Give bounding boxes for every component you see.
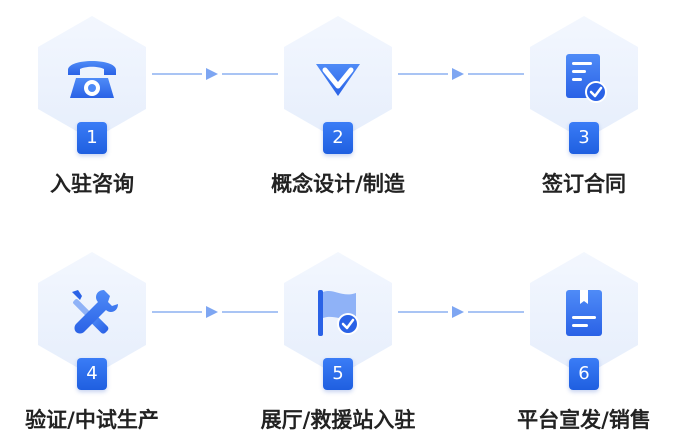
step-number-badge: 5 [323,358,353,390]
step-label: 入驻咨询 [50,172,134,196]
step-number-badge: 4 [77,358,107,390]
flag-check-icon [318,290,359,336]
connector-arrow-1-2 [152,67,280,81]
connector-arrow-5-6 [398,305,526,319]
step-2: 2 概念设计/制造 [268,14,408,204]
connector-arrow-4-5 [152,305,280,319]
step-5: 5 展厅/救援站入驻 [261,250,415,440]
step-label: 概念设计/制造 [271,172,405,196]
book-bookmark-icon [566,290,602,336]
step-number-badge: 2 [323,122,353,154]
step-number-badge: 6 [569,358,599,390]
tools-icon [72,290,118,334]
step-4: 4 验证/中试生产 [22,250,162,440]
step-6: 6 平台宣发/销售 [514,250,654,440]
step-number-badge: 3 [569,122,599,154]
contract-document-icon [566,54,607,103]
step-label: 验证/中试生产 [25,408,159,432]
step-label: 平台宣发/销售 [517,408,651,432]
step-label: 展厅/救援站入驻 [260,408,416,432]
step-label: 签订合同 [542,172,626,196]
gem-chevron-icon [316,64,360,96]
telephone-icon [68,61,116,98]
step-1: 1 入驻咨询 [22,14,162,204]
connector-arrow-2-3 [398,67,526,81]
step-number-badge: 1 [77,122,107,154]
step-3: 3 签订合同 [514,14,654,204]
